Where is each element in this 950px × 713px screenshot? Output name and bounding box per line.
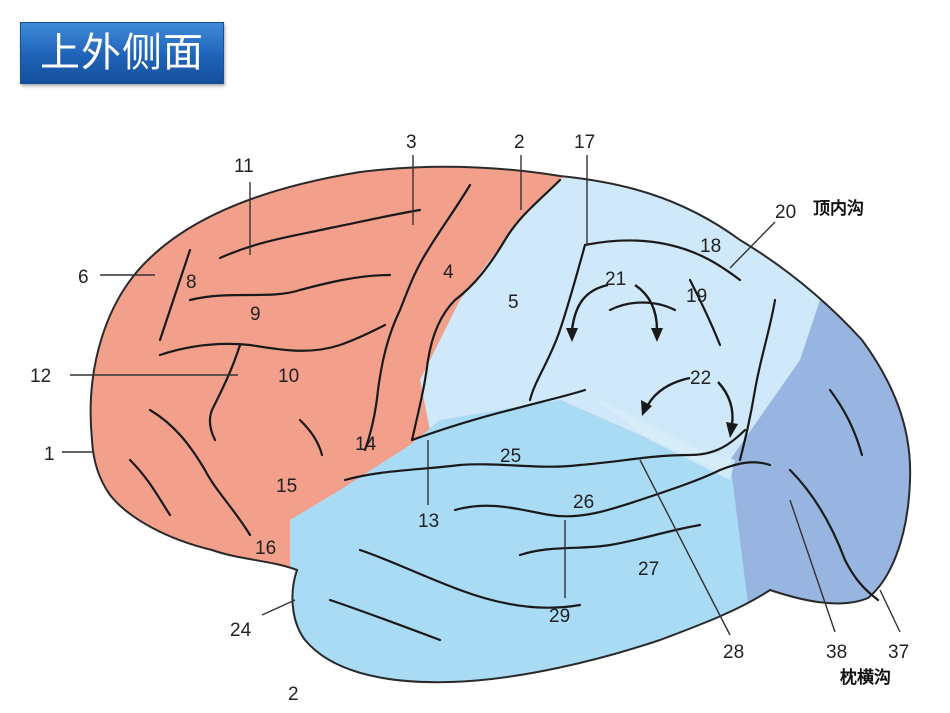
label-19: 19 (686, 286, 707, 307)
label-8: 8 (186, 272, 197, 293)
label-27: 27 (638, 559, 659, 580)
label-9: 9 (250, 304, 261, 325)
label-2-bottom: 2 (288, 684, 299, 705)
slide-title: 上外侧面 (20, 22, 224, 84)
label-13: 13 (418, 511, 439, 532)
label-24: 24 (230, 620, 252, 641)
label-1: 1 (44, 444, 55, 465)
label-37: 37 (888, 642, 909, 663)
label-25: 25 (500, 446, 521, 467)
label-2: 2 (514, 132, 525, 153)
annotation-intraparietal-sulcus: 顶内沟 (813, 198, 864, 219)
label-26: 26 (573, 492, 594, 513)
label-38: 38 (826, 642, 847, 663)
label-22: 22 (690, 368, 711, 389)
sulci (128, 178, 880, 642)
label-21: 21 (605, 269, 626, 290)
label-16: 16 (255, 538, 276, 559)
leader-lines (62, 155, 901, 636)
label-4: 4 (443, 262, 454, 283)
label-20: 20 (775, 202, 796, 223)
label-28: 28 (723, 642, 744, 663)
label-15: 15 (276, 476, 297, 497)
annotation-transverse-occipital-sulcus: 枕横沟 (840, 667, 891, 688)
label-10: 10 (278, 366, 299, 387)
label-18: 18 (700, 236, 721, 257)
label-14: 14 (355, 434, 377, 455)
arrows (566, 283, 738, 438)
label-6: 6 (78, 267, 89, 288)
label-17: 17 (574, 132, 595, 153)
brain-outline (89, 165, 912, 684)
number-labels: 6 12 1 11 8 9 10 3 2 17 4 5 21 18 19 20 … (30, 132, 909, 705)
label-11: 11 (234, 156, 254, 177)
label-29: 29 (549, 606, 570, 627)
label-12: 12 (30, 366, 51, 387)
label-3: 3 (406, 132, 417, 153)
label-5: 5 (508, 292, 519, 313)
